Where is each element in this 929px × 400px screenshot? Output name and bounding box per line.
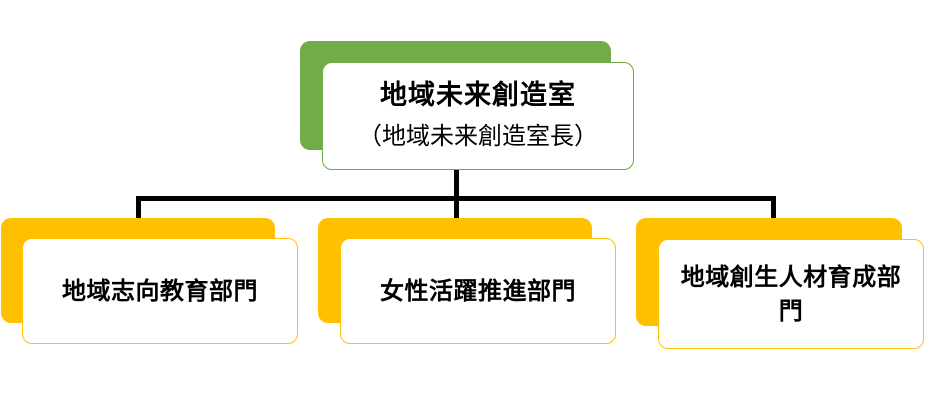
connector-vertical-child-1 — [136, 196, 141, 220]
child-node-1: 地域志向教育部門 — [22, 238, 298, 344]
child-node-2-label: 女性活躍推進部門 — [380, 277, 576, 305]
root-node-title: 地域未来創造室 — [380, 80, 576, 111]
child-node-2: 女性活躍推進部門 — [340, 238, 616, 344]
connector-vertical-child-3 — [771, 196, 776, 220]
connector-vertical-child-2 — [454, 196, 459, 220]
child-node-3-label: 地域創生人材育成部門 — [680, 263, 902, 325]
root-node: 地域未来創造室 （地域未来創造室長） — [322, 62, 634, 170]
child-node-3: 地域創生人材育成部門 — [658, 239, 924, 349]
root-node-subtitle: （地域未来創造室長） — [358, 122, 598, 150]
child-node-1-label: 地域志向教育部門 — [62, 277, 258, 305]
connector-vertical-root — [454, 170, 459, 210]
